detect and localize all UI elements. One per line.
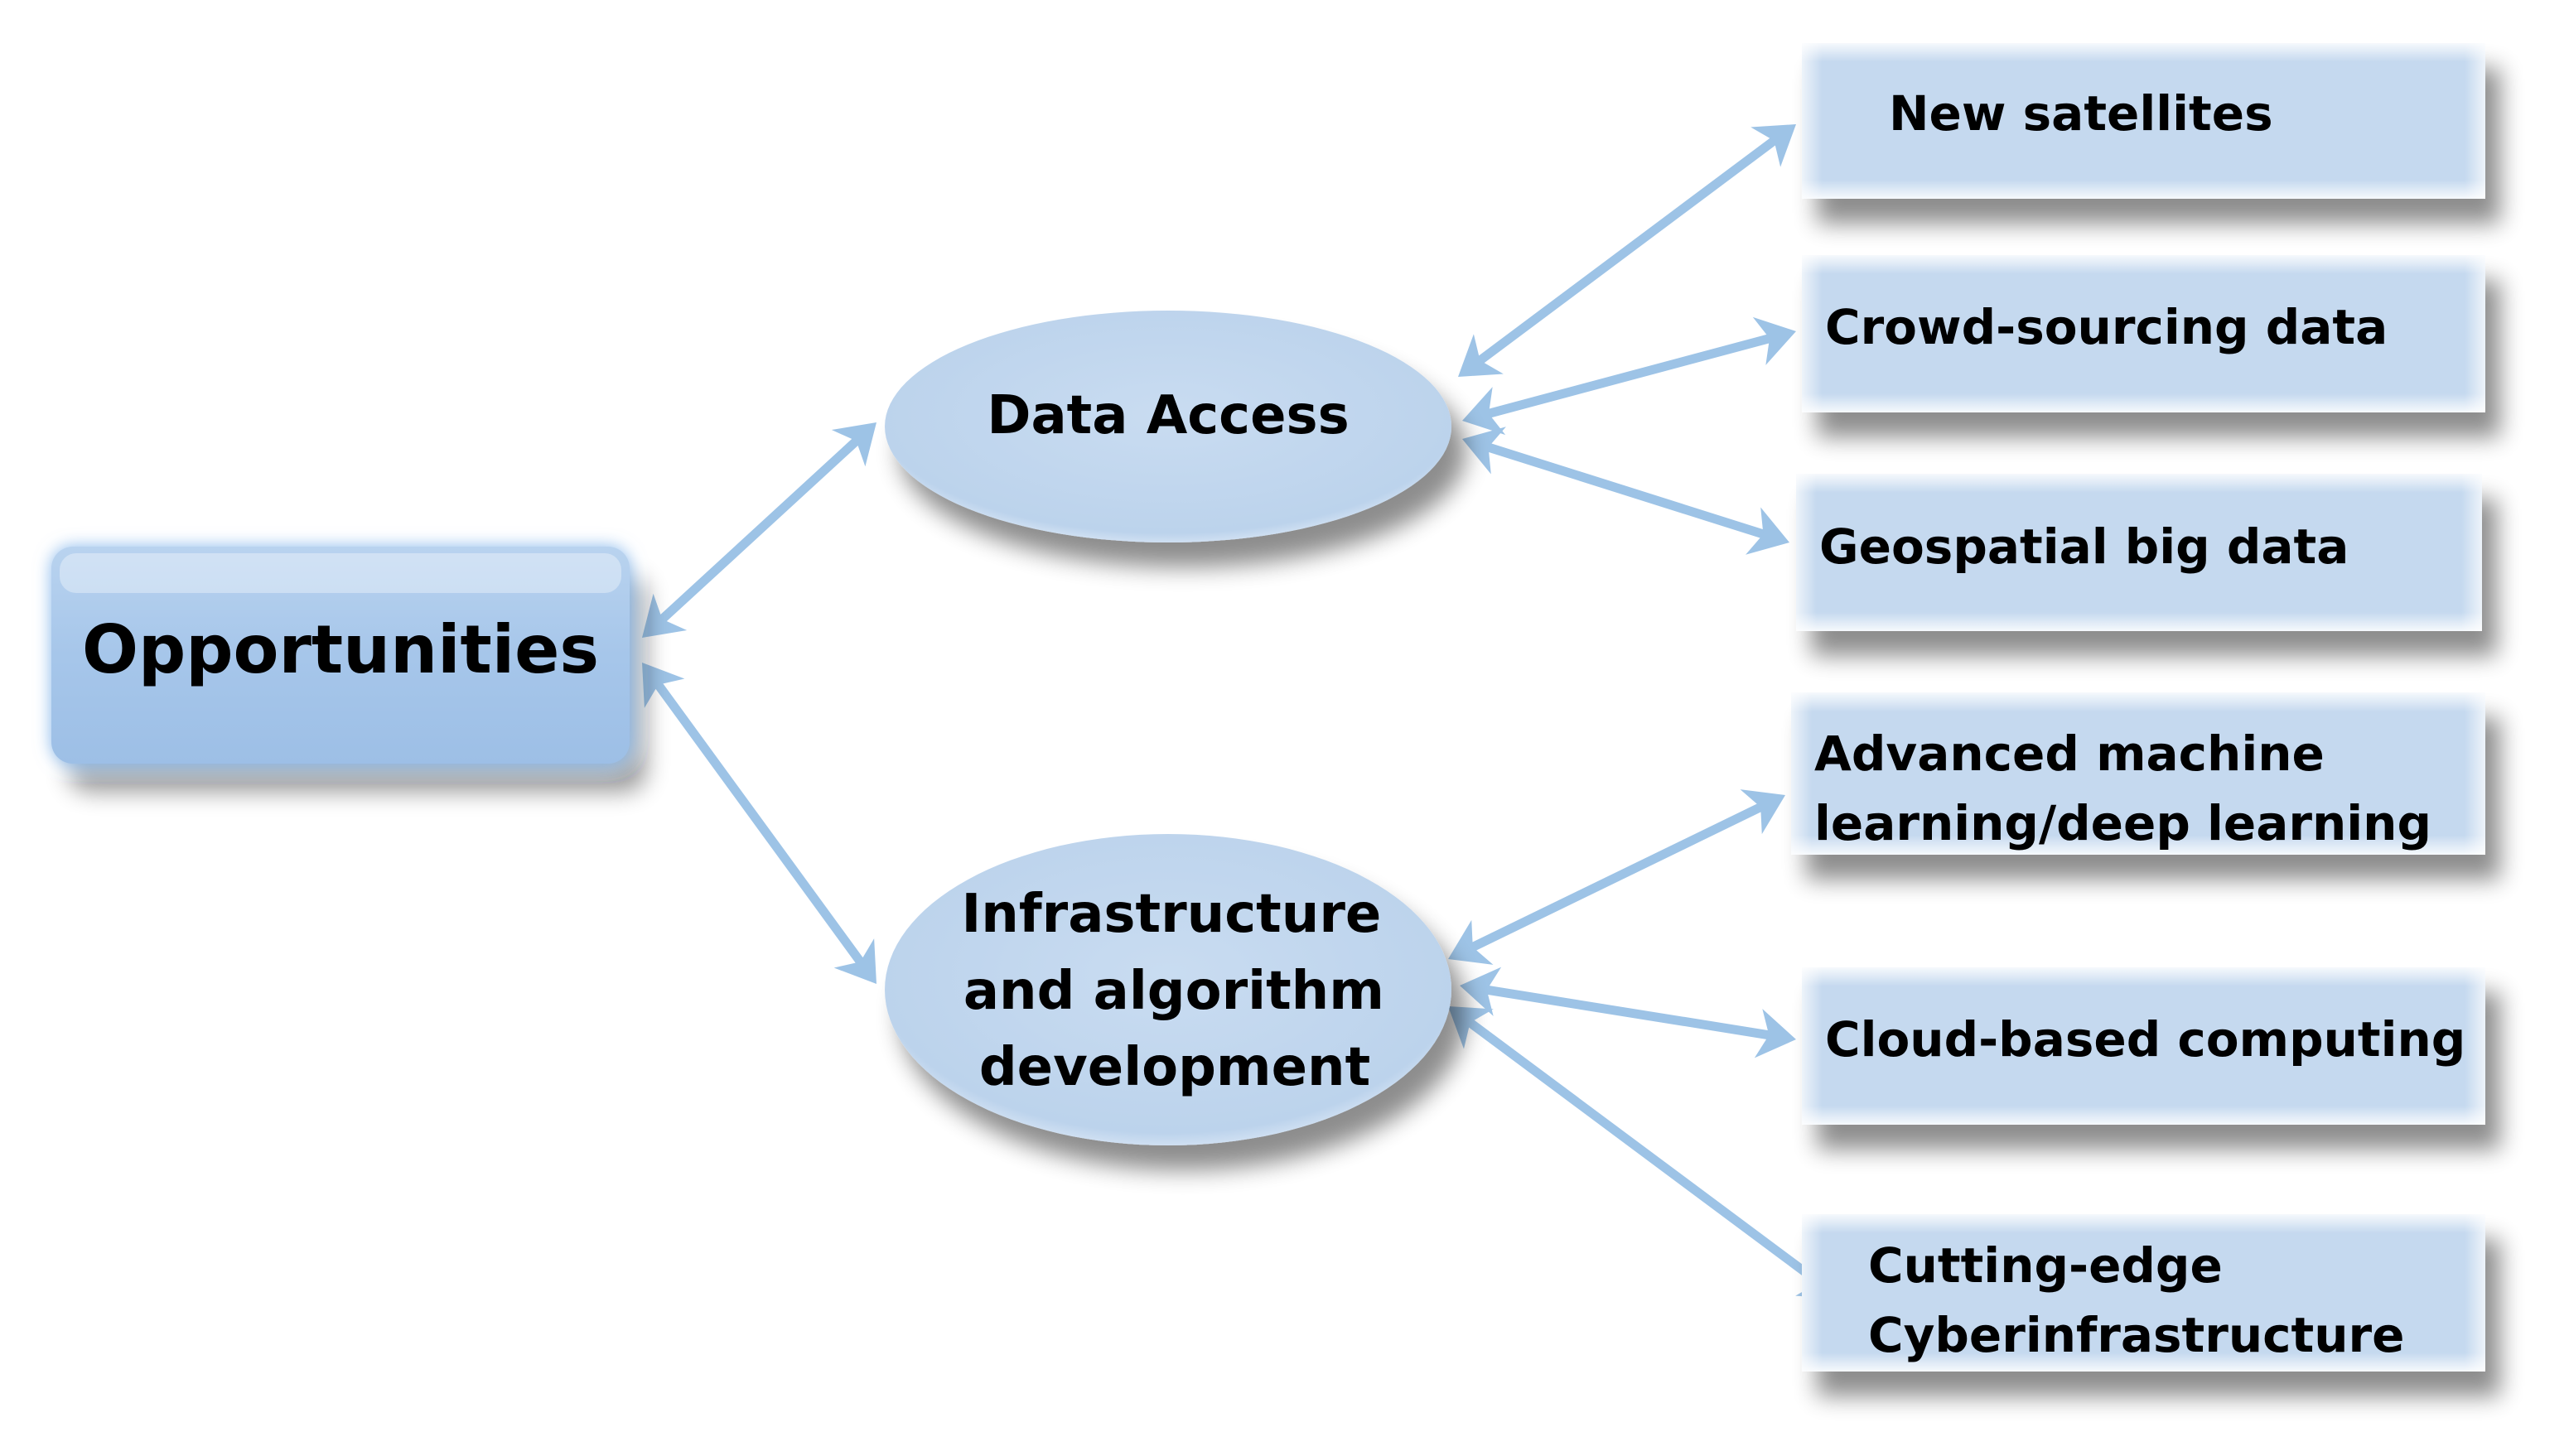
arrows-layer — [642, 124, 1841, 1299]
arrow-data-access-to-crowd-sourcing — [1462, 316, 1796, 436]
branch-label: Data Access — [987, 385, 1349, 446]
arrow-head-end — [1746, 507, 1789, 555]
arrow-head-end — [831, 422, 876, 467]
leaf-label: Crowd-sourcing data — [1825, 299, 2388, 355]
arrow-head-start — [1458, 334, 1504, 377]
arrow-root-to-infrastructure — [642, 663, 876, 984]
leaf-crowd-sourcing-data: Crowd-sourcing data — [1802, 255, 2485, 412]
root-node — [51, 547, 630, 764]
leaf-label: New satellites — [1889, 85, 2273, 142]
branch-ellipse — [885, 834, 1451, 1145]
arrow-head-start — [1448, 919, 1494, 965]
root-label: Opportunities — [82, 611, 599, 688]
arrow-infrastructure-to-cyberinfrastructure — [1448, 1006, 1841, 1299]
arrow-shaft — [1463, 1016, 1826, 1289]
leaf-geospatial-big-data: Geospatial big data — [1796, 474, 2482, 631]
leaf-cloud-based-computing: Cloud-based computing — [1802, 967, 2485, 1125]
branch-data-access — [885, 311, 1451, 542]
arrow-head-end — [1740, 789, 1785, 835]
arrow-head-start — [642, 593, 688, 638]
leaf-label: Cloud-based computing — [1825, 1011, 2465, 1068]
arrow-data-access-to-geospatial — [1462, 427, 1789, 555]
arrow-shaft — [1483, 332, 1775, 420]
arrow-data-access-to-new-satellites — [1458, 124, 1796, 377]
leaf-label: Geospatial big data — [1819, 518, 2349, 575]
arrow-head-start — [642, 663, 685, 708]
arrow-shaft — [651, 678, 867, 968]
leaf-label: Cutting-edge Cyberinfrastructure — [1868, 1237, 2404, 1363]
arrow-shaft — [1481, 984, 1775, 1041]
arrow-shaft — [655, 434, 863, 626]
leaf-new-satellites: New satellites — [1802, 43, 2485, 199]
arrow-head-start — [1462, 427, 1506, 475]
branch-ellipse — [885, 311, 1451, 542]
arrow-infrastructure-to-cloud-computing — [1460, 967, 1796, 1058]
root-box — [51, 547, 630, 764]
branch-label: Infrastructure and algorithm development — [961, 884, 1403, 1098]
branch-infrastructure — [885, 834, 1451, 1145]
arrow-head-end — [833, 938, 876, 984]
arrow-head-end — [1750, 124, 1796, 167]
arrow-head-start — [1448, 1006, 1494, 1049]
arrow-shaft — [1482, 441, 1770, 540]
arrow-infrastructure-to-machine-learning — [1448, 789, 1785, 965]
arrow-root-to-data-access — [642, 422, 876, 638]
leaf-cutting-edge-cyberinfrastructure: Cutting-edge Cyberinfrastructure — [1802, 1214, 2485, 1372]
arrow-head-end — [1752, 316, 1796, 365]
arrow-shaft — [1473, 134, 1781, 367]
root-highlight — [60, 553, 621, 593]
arrow-head-start — [1462, 387, 1506, 436]
leaf-label: Advanced machine learning/deep learning — [1814, 726, 2431, 851]
leaf-advanced-machine-learning: Advanced machine learning/deep learning — [1791, 692, 2485, 855]
arrow-shaft — [1466, 801, 1767, 953]
arrow-head-start — [1460, 967, 1502, 1016]
arrow-head-end — [1754, 1009, 1796, 1058]
